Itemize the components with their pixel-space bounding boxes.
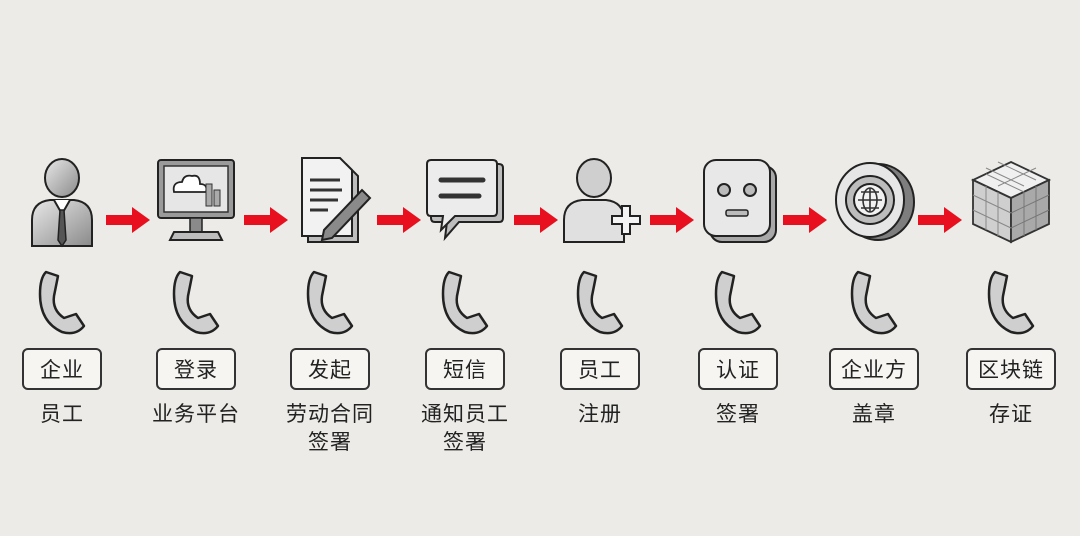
step-label: 登录 [156, 348, 236, 390]
step-description: 通知员工签署 [421, 402, 509, 454]
document-pen-icon [284, 150, 376, 250]
phone-handset-icon [32, 266, 92, 338]
phone-handset-icon [981, 266, 1041, 338]
monitor-icon [150, 150, 242, 250]
step-label: 认证 [698, 348, 778, 390]
arrow-right-icon [514, 207, 558, 233]
step-description: 员工 [40, 402, 84, 426]
step-employee: 企业 员工 [7, 150, 117, 480]
step-blockchain: 区块链 存证 [956, 150, 1066, 480]
step-sms: 短信 通知员工签署 [410, 150, 520, 480]
step-description: 存证 [989, 402, 1033, 426]
step-label: 企业方 [829, 348, 919, 390]
arrow-right-icon [106, 207, 150, 233]
step-login: 登录 业务平台 [141, 150, 251, 480]
step-company-seal: 企业方 盖章 [819, 150, 929, 480]
arrow-right-icon [377, 207, 421, 233]
step-label: 员工 [560, 348, 640, 390]
arrow-right-icon [244, 207, 288, 233]
phone-handset-icon [166, 266, 226, 338]
phone-handset-icon [300, 266, 360, 338]
step-description: 盖章 [852, 402, 896, 426]
arrow-right-icon [650, 207, 694, 233]
phone-handset-icon [570, 266, 630, 338]
employee-icon [16, 150, 108, 250]
step-description: 劳动合同签署 [286, 402, 374, 454]
step-description: 注册 [578, 402, 622, 426]
step-label: 区块链 [966, 348, 1056, 390]
face-id-icon [692, 150, 784, 250]
user-add-icon [554, 150, 646, 250]
step-label: 短信 [425, 348, 505, 390]
step-label: 发起 [290, 348, 370, 390]
phone-handset-icon [844, 266, 904, 338]
step-authenticate: 认证 签署 [683, 150, 793, 480]
arrow-right-icon [918, 207, 962, 233]
seal-icon [828, 150, 920, 250]
phone-handset-icon [708, 266, 768, 338]
step-label: 企业 [22, 348, 102, 390]
step-description: 业务平台 [152, 402, 240, 426]
step-initiate: 发起 劳动合同签署 [275, 150, 385, 480]
phone-handset-icon [435, 266, 495, 338]
chat-bubble-icon [419, 150, 511, 250]
arrow-right-icon [783, 207, 827, 233]
step-register: 员工 注册 [545, 150, 655, 480]
step-description: 签署 [716, 402, 760, 426]
blockchain-cube-icon [965, 150, 1057, 250]
